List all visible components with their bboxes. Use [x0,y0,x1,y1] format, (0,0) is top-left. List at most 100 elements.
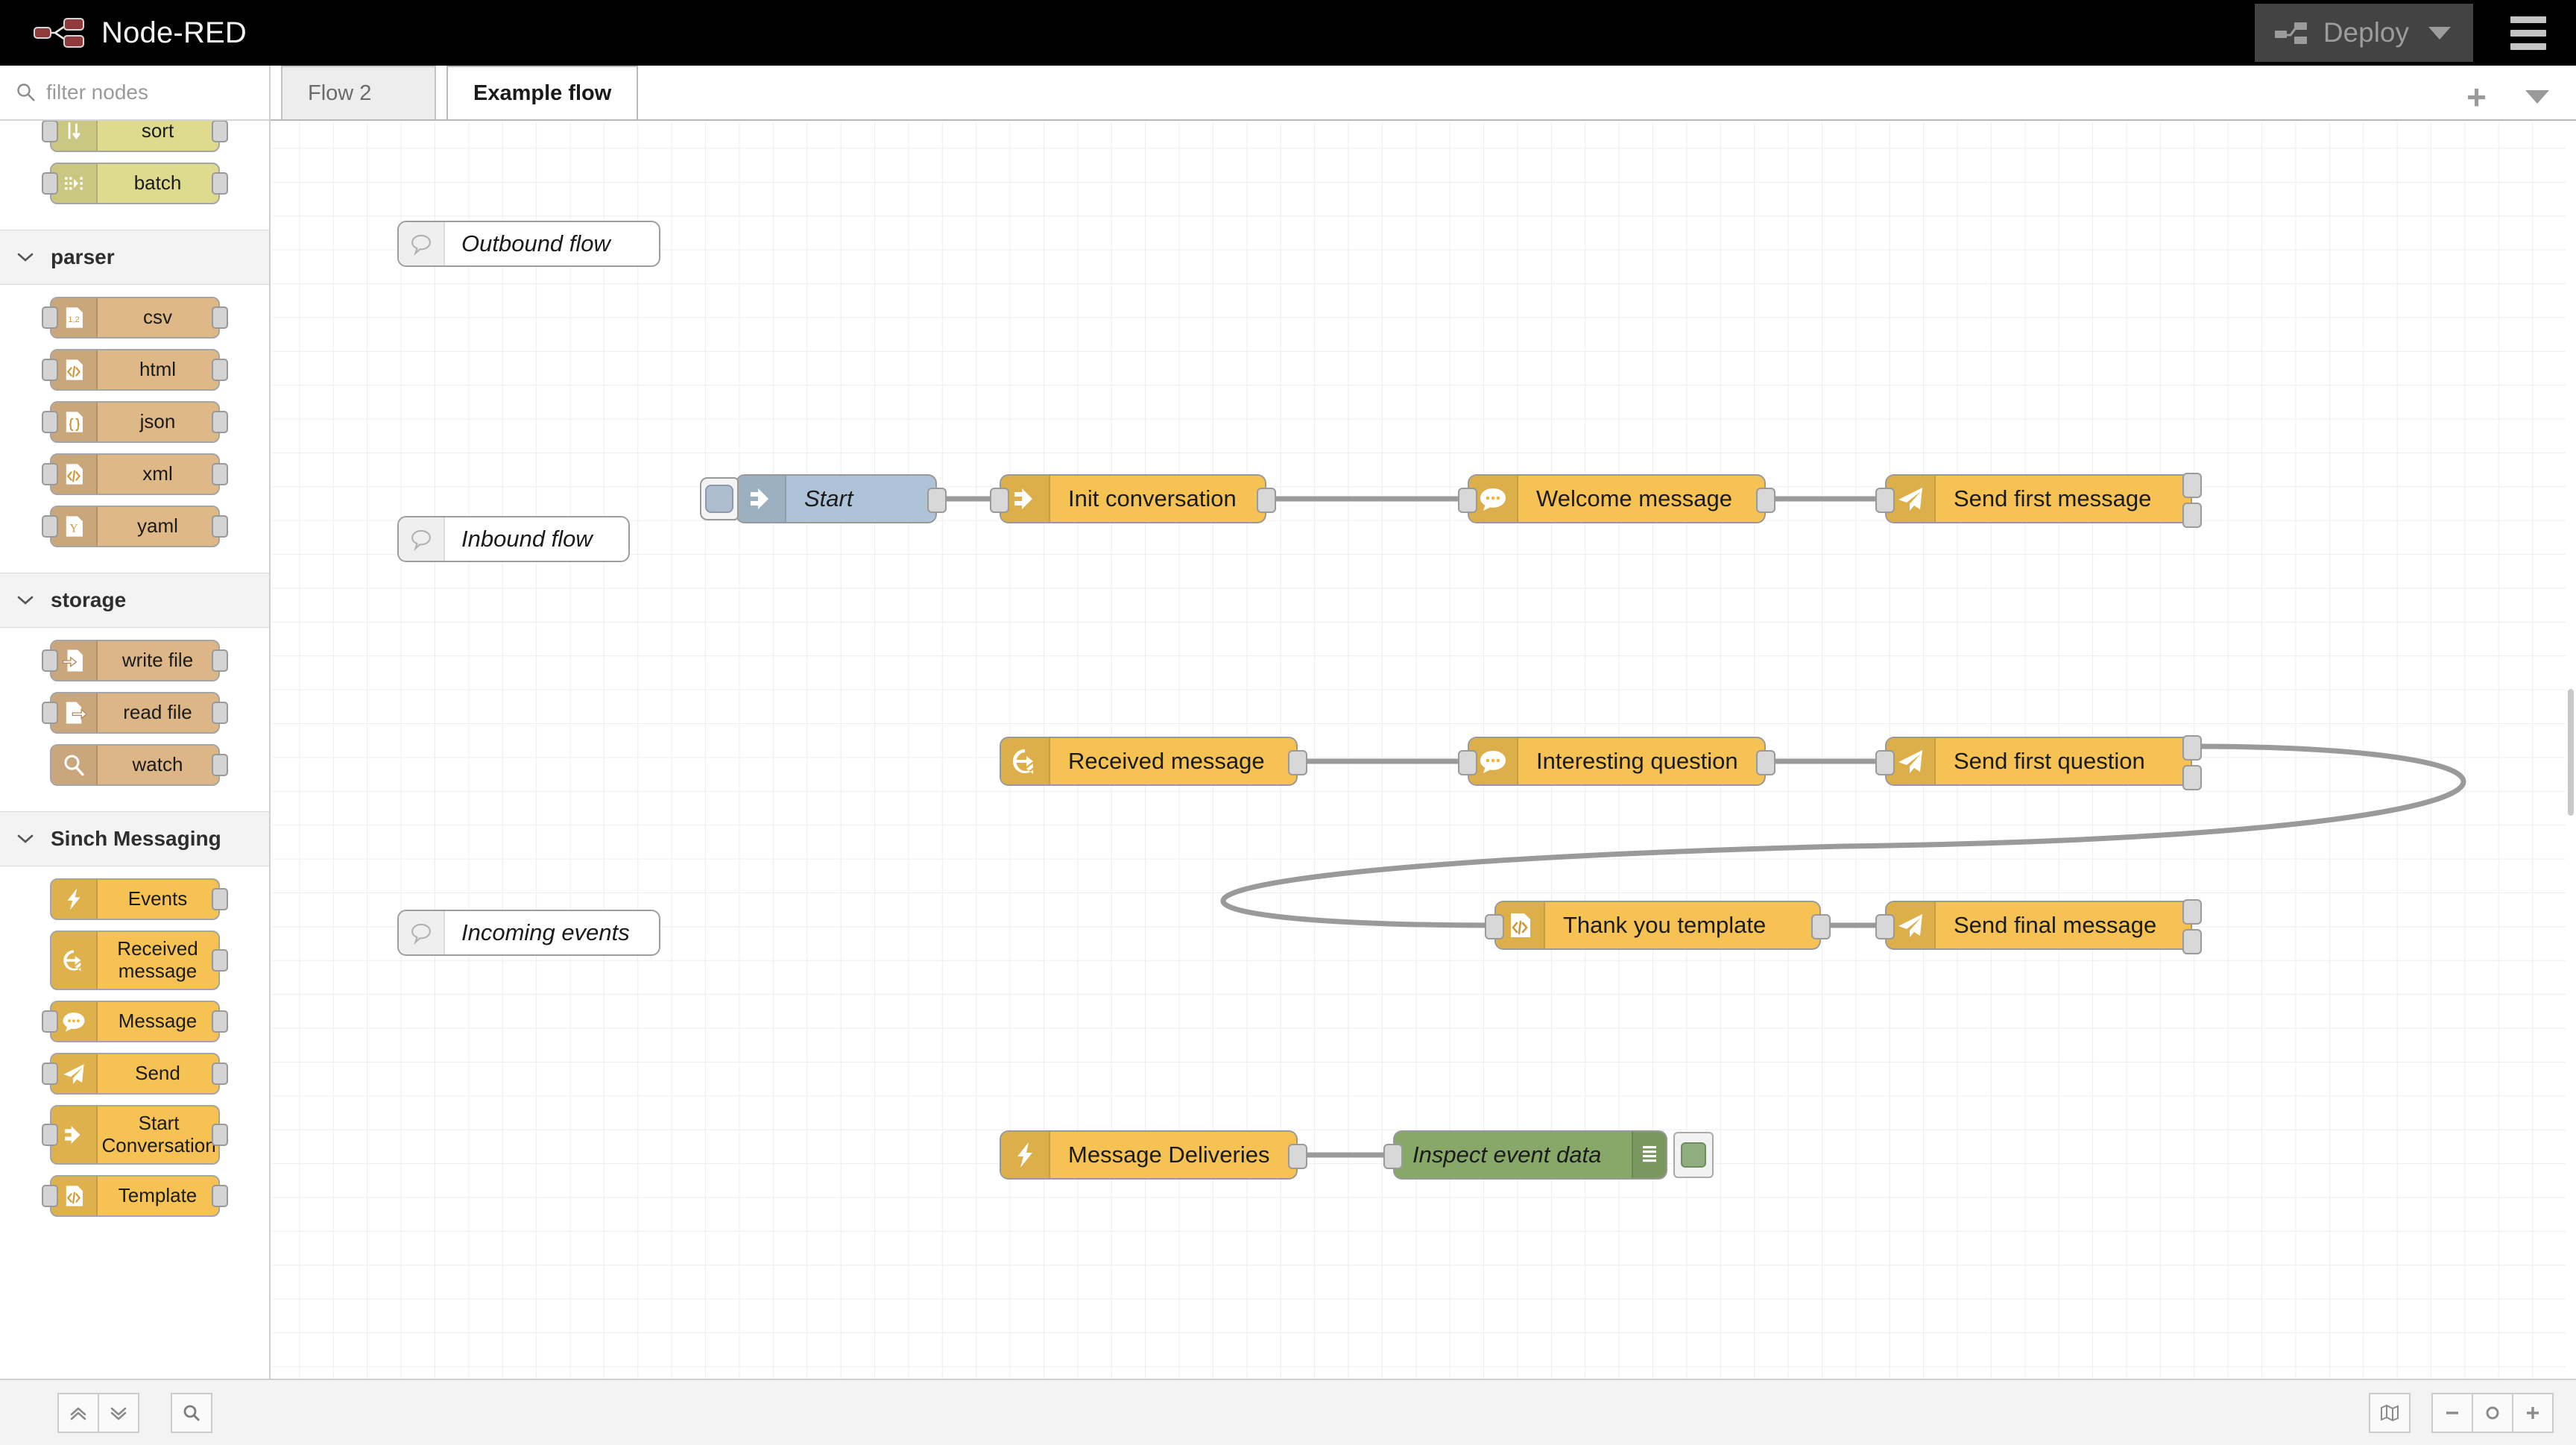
zoom-out-button[interactable] [2431,1392,2473,1433]
debug-enable-toggle[interactable] [1673,1132,1714,1178]
node-input-port[interactable] [41,306,58,329]
palette-node-watch[interactable]: watch [49,744,228,786]
palette-category-parser[interactable]: parser [0,230,269,285]
node-output-port[interactable] [211,1062,228,1085]
node-input-port[interactable] [41,359,58,381]
chevron-down-icon[interactable] [2428,26,2451,40]
palette-category-sinch-messaging[interactable]: Sinch Messaging [0,811,269,866]
node-output-port[interactable] [211,121,228,142]
inject-trigger-button[interactable] [700,477,739,520]
node-output-port[interactable] [1756,750,1775,775]
palette-node-write-file[interactable]: write file [41,640,228,681]
node-input-port[interactable] [41,1062,58,1085]
node-output-port[interactable] [1288,750,1307,775]
palette-node-template[interactable]: Template [41,1174,228,1217]
flow-node-inspect-event-data[interactable]: Inspect event data [1383,1130,1667,1180]
node-output-port[interactable] [1257,488,1276,513]
zoom-in-button[interactable] [2512,1392,2554,1433]
node-output-port-1[interactable] [2182,735,2202,761]
flow-node-received-message[interactable]: Received message [1000,737,1307,786]
node-input-port[interactable] [41,649,58,672]
node-output-port[interactable] [211,754,228,776]
flow-node-interesting-question[interactable]: Interesting question [1458,737,1775,786]
node-output-port-1[interactable] [2182,473,2202,498]
flow-node-send-first-message[interactable]: Send first message [1875,473,2202,528]
expand-all-button[interactable] [97,1392,139,1433]
node-output-port[interactable] [211,172,228,195]
node-input-port[interactable] [1875,750,1895,775]
deploy-button[interactable]: Deploy [2254,4,2473,62]
node-output-port[interactable] [1811,914,1831,939]
comment-node[interactable]: Outbound flow [397,221,660,267]
node-output-port-2[interactable] [2182,929,2202,954]
palette-node-batch[interactable]: batch [41,163,228,204]
node-input-port[interactable] [41,1184,58,1207]
palette-node-send[interactable]: Send [41,1052,228,1095]
plus-icon[interactable]: + [2466,77,2487,116]
node-input-port[interactable] [41,121,58,142]
node-input-port[interactable] [990,488,1009,513]
palette-filter[interactable] [0,66,269,121]
node-output-port[interactable] [1756,488,1775,513]
node-output-port[interactable] [927,488,947,513]
node-input-port[interactable] [1383,1144,1403,1169]
zoom-reset-button[interactable] [2472,1392,2513,1433]
palette-category-storage[interactable]: storage [0,573,269,628]
search-input[interactable] [46,81,253,104]
palette-node-message[interactable]: Message [41,1000,228,1042]
comment-node[interactable]: Incoming events [397,910,660,956]
palette-node-start-conversation[interactable]: Start Conversation [41,1104,228,1165]
flow-node-welcome-message[interactable]: Welcome message [1458,474,1775,523]
node-input-port[interactable] [1458,488,1477,513]
node-output-port-1[interactable] [2182,899,2202,925]
node-output-port[interactable] [211,411,228,433]
flow-node-thank-you-template[interactable]: Thank you template [1485,901,1831,950]
flow-node-send-first-question[interactable]: Send first question [1875,735,2202,790]
node-input-port[interactable] [1875,914,1895,939]
flow-node-init-conversation[interactable]: Init conversation [990,474,1276,523]
node-input-port[interactable] [41,463,58,485]
palette-node-events[interactable]: Events [49,878,228,920]
search-flows-button[interactable] [170,1392,212,1433]
chevron-down-icon[interactable] [2525,89,2549,104]
flow-node-send-final-message[interactable]: Send final message [1875,899,2202,954]
node-output-port[interactable] [211,948,228,972]
navigator-button[interactable] [2369,1392,2411,1433]
node-input-port[interactable] [41,1010,58,1033]
palette-node-xml[interactable]: xml [41,453,228,495]
node-input-port[interactable] [41,411,58,433]
node-output-port[interactable] [211,888,228,910]
node-input-port[interactable] [41,702,58,724]
palette-node-read-file[interactable]: read file [41,692,228,734]
node-input-port[interactable] [1485,914,1504,939]
tab-example-flow[interactable]: Example flow [446,66,639,119]
node-output-port[interactable] [1288,1144,1307,1169]
palette-node-html[interactable]: html [41,349,228,391]
palette-node-sort[interactable]: sort [41,121,228,152]
tab-flow-2[interactable]: Flow 2 [281,66,436,119]
node-input-port[interactable] [41,515,58,538]
flow-node-message-deliveries[interactable]: Message Deliveries [1000,1130,1307,1180]
scrollbar-thumb[interactable] [2568,689,2574,816]
palette-node-json[interactable]: json [41,401,228,443]
comment-node[interactable]: Inbound flow [397,516,630,562]
node-input-port[interactable] [1458,750,1477,775]
node-output-port-2[interactable] [2182,765,2202,790]
collapse-all-button[interactable] [57,1392,99,1433]
node-output-port-2[interactable] [2182,503,2202,528]
palette-node-received-message[interactable]: Received message [49,931,228,990]
node-output-port[interactable] [211,1184,228,1207]
node-output-port[interactable] [211,359,228,381]
node-input-port[interactable] [1875,488,1895,513]
node-output-port[interactable] [211,702,228,724]
node-input-port[interactable] [41,172,58,195]
node-output-port[interactable] [211,463,228,485]
node-input-port[interactable] [41,1123,58,1146]
canvas-vertical-scrollbar[interactable] [2566,122,2576,1379]
node-output-port[interactable] [211,515,228,538]
hamburger-menu-icon[interactable] [2506,12,2551,54]
